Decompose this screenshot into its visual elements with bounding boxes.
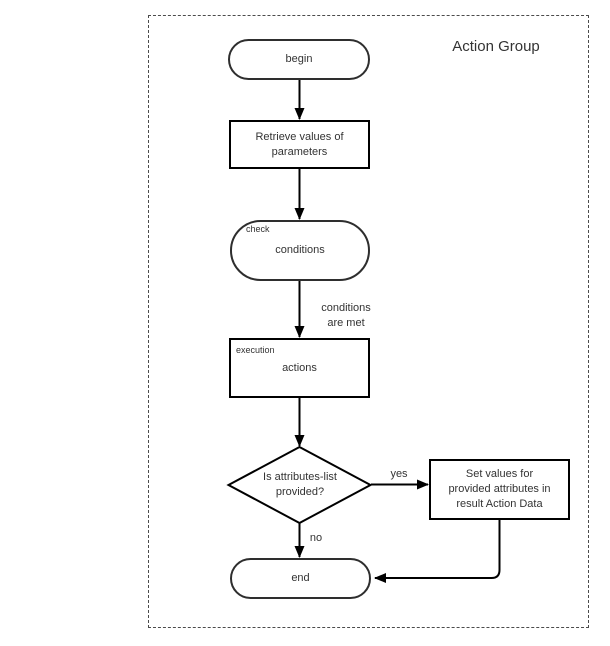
node-check-tag: check xyxy=(246,224,270,234)
node-check-conditions-label: conditions xyxy=(275,244,325,257)
node-execution-tag: execution xyxy=(236,345,275,355)
edge-label-yes: yes xyxy=(390,468,408,480)
node-decision-attributes-list: Is attributes-list provided? xyxy=(229,447,371,523)
diagram-frame xyxy=(148,15,589,628)
edge-label-no: no xyxy=(309,532,323,544)
node-end-label: end xyxy=(291,572,310,585)
node-set-values: Set values for provided attributes in re… xyxy=(429,459,570,520)
node-execution-actions-label: actions xyxy=(282,361,317,374)
node-decision-label: Is attributes-list provided? xyxy=(263,471,337,498)
node-begin-label: begin xyxy=(285,53,313,66)
node-retrieve-values-label: Retrieve values of parameters xyxy=(255,130,344,158)
node-execution-actions: execution actions xyxy=(229,338,370,398)
node-set-values-label: Set values for provided attributes in re… xyxy=(448,468,551,510)
diagram-title: Action Group xyxy=(452,38,540,55)
edge-label-conditions-are-met: conditions are met xyxy=(321,302,371,329)
node-retrieve-values: Retrieve values of parameters xyxy=(229,120,370,169)
node-end: end xyxy=(230,558,371,599)
node-begin: begin xyxy=(228,39,370,80)
node-check-conditions: check conditions xyxy=(230,220,370,281)
